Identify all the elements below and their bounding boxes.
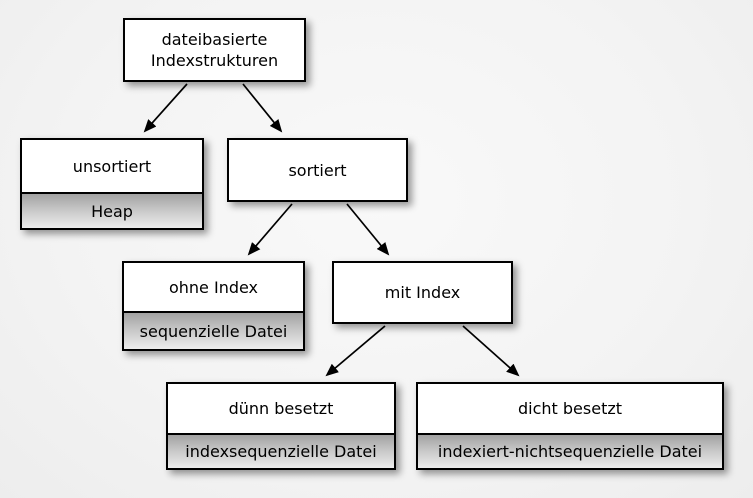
edge-sortiert-ohne: [247, 203, 293, 256]
node-dateibasierte-indexstrukturen: dateibasierte Indexstrukturen: [123, 18, 306, 82]
node-label: sortiert: [229, 140, 406, 200]
node-dicht-besetzt: dicht besetzt indexiert-nichtsequenziell…: [416, 382, 724, 470]
node-sublabel: sequenzielle Datei: [124, 311, 303, 349]
node-label: unsortiert: [22, 140, 202, 192]
node-sortiert: sortiert: [227, 138, 408, 202]
edge-root-sortiert: [242, 83, 283, 133]
edge-sortiert-mit: [346, 203, 390, 256]
edge-mit-dicht: [462, 325, 520, 377]
edge-root-unsortiert: [143, 83, 188, 133]
node-sublabel: Heap: [22, 192, 202, 228]
edge-mit-duenn: [325, 325, 386, 377]
node-ohne-index: ohne Index sequenzielle Datei: [122, 261, 305, 351]
node-label: ohne Index: [124, 263, 303, 311]
node-duenn-besetzt: dünn besetzt indexsequenzielle Datei: [166, 382, 396, 470]
node-label: dünn besetzt: [168, 384, 394, 433]
node-label: dateibasierte Indexstrukturen: [125, 20, 304, 80]
node-sublabel: indexsequenzielle Datei: [168, 433, 394, 468]
node-sublabel: indexiert-nichtsequenzielle Datei: [418, 433, 722, 468]
node-label: mit Index: [334, 263, 511, 322]
node-label: dicht besetzt: [418, 384, 722, 433]
node-unsortiert: unsortiert Heap: [20, 138, 204, 230]
node-mit-index: mit Index: [332, 261, 513, 324]
